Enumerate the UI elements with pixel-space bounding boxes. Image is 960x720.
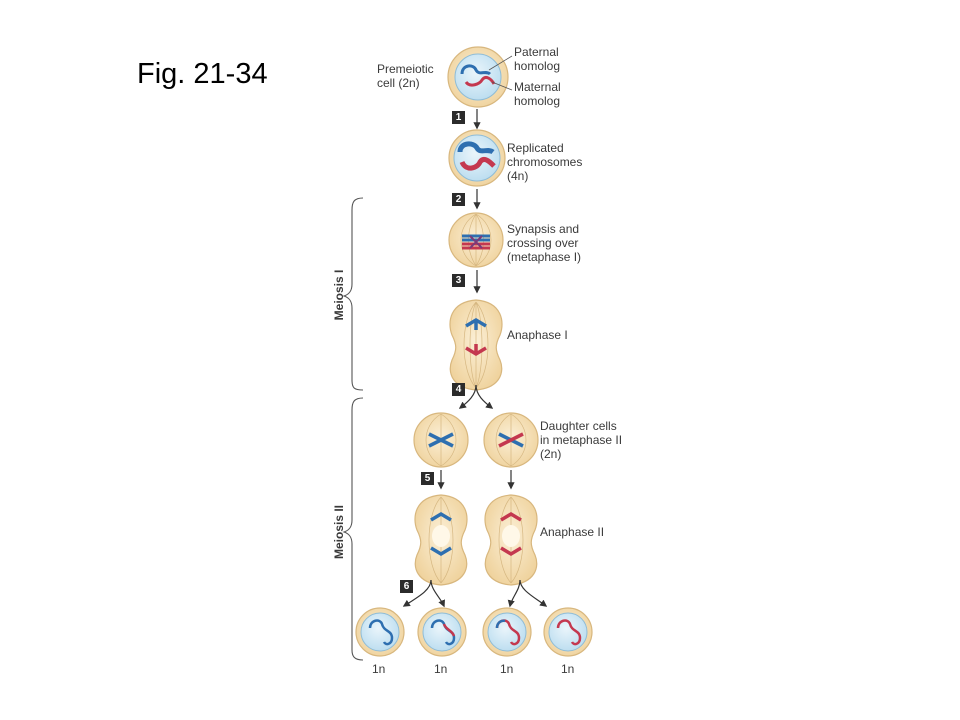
step-5-marker: 5 — [421, 472, 434, 485]
daughter-label-line2: in metaphase II — [540, 433, 623, 447]
paternal-label-line2: homolog — [514, 59, 561, 73]
replicated-label-line1: Replicated — [507, 141, 564, 155]
final-cell-2 — [417, 607, 467, 657]
anaphase2-cell-left — [414, 494, 468, 586]
synapsis-label: Synapsis and crossing over (metaphase I) — [507, 222, 581, 264]
step-6-marker: 6 — [400, 580, 413, 593]
ploidy-label-4: 1n — [561, 662, 575, 676]
anaphase2-cell-right — [484, 494, 538, 586]
maternal-label: Maternal homolog — [514, 80, 561, 108]
premeiotic-label: Premeiotic cell (2n) — [377, 62, 434, 90]
step-3-marker: 3 — [452, 274, 465, 287]
premeiotic-label-line2: cell (2n) — [377, 76, 420, 90]
ploidy-label-2: 1n — [434, 662, 448, 676]
final-cell-4 — [543, 607, 593, 657]
final-cell-1 — [355, 607, 405, 657]
meiosis1-label: Meiosis I — [332, 269, 346, 321]
premeiotic-cell — [447, 46, 509, 108]
figure-title: Fig. 21-34 — [137, 58, 268, 90]
anaphase1-label: Anaphase I — [507, 328, 568, 342]
metaphase2-cell-right — [483, 412, 539, 468]
meiosis2-label: Meiosis II — [332, 504, 346, 560]
final-cell-3 — [482, 607, 532, 657]
paternal-label: Paternal homolog — [514, 45, 560, 73]
ploidy-label-1: 1n — [372, 662, 386, 676]
step-1-marker: 1 — [452, 111, 465, 124]
replicated-label: Replicated chromosomes (4n) — [507, 141, 582, 183]
premeiotic-label-line1: Premeiotic — [377, 62, 434, 76]
replicated-label-line3: (4n) — [507, 169, 529, 183]
maternal-pointer — [491, 81, 513, 91]
synapsis-label-line2: crossing over — [507, 236, 579, 250]
metaphase2-cell-left — [413, 412, 469, 468]
anaphase2-label: Anaphase II — [540, 525, 605, 539]
paternal-pointer — [488, 55, 513, 71]
replicated-cell — [448, 129, 506, 187]
replicated-label-line2: chromosomes — [507, 155, 583, 169]
step-4-marker: 4 — [452, 383, 465, 396]
maternal-label-line2: homolog — [514, 94, 561, 108]
step-2-marker: 2 — [452, 193, 465, 206]
daughter-label-line1: Daughter cells — [540, 419, 617, 433]
anaphase1-cell — [449, 299, 503, 391]
synapsis-label-line3: (metaphase I) — [507, 250, 582, 264]
synapsis-label-line1: Synapsis and — [507, 222, 580, 236]
ploidy-label-3: 1n — [500, 662, 514, 676]
paternal-label-line1: Paternal — [514, 45, 559, 59]
daughter-label-line3: (2n) — [540, 447, 562, 461]
synapsis-cell — [448, 212, 504, 268]
daughter-label: Daughter cells in metaphase II (2n) — [540, 419, 622, 461]
maternal-label-line1: Maternal — [514, 80, 561, 94]
meiosis2-bracket — [342, 397, 364, 661]
meiosis1-bracket — [342, 197, 364, 391]
